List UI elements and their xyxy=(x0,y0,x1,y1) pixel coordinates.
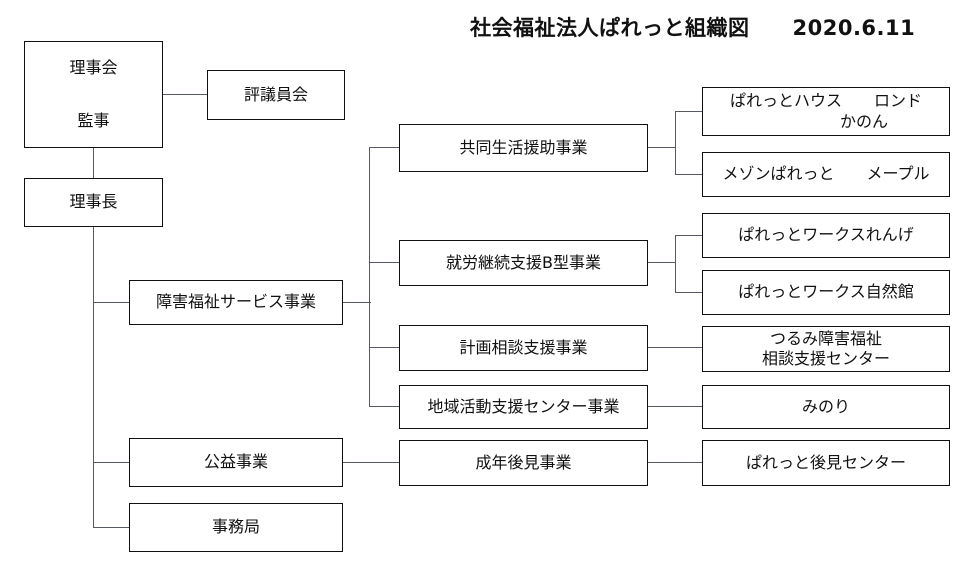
node-councillors[interactable]: 評議員会 xyxy=(207,70,345,120)
node-tsurumi-label-line1: つるみ障害福祉 xyxy=(769,328,882,348)
connector-guardianship-to-koken-center xyxy=(648,462,702,464)
connector-welfare-to-plan-consult xyxy=(369,347,399,349)
node-public-good[interactable]: 公益事業 xyxy=(129,438,343,487)
connector-work-support-b-to-works-shizenkan xyxy=(675,292,703,294)
node-palette-house-label-line1: ぱれっとハウス ロンド xyxy=(729,91,922,111)
connector-group-home-stem xyxy=(648,147,676,149)
node-plan-consult[interactable]: 計画相談支援事業 xyxy=(399,325,648,371)
node-palette-works-renge-label: ぱれっとワークスれんげ xyxy=(738,225,914,245)
node-public-good-label: 公益事業 xyxy=(203,452,268,472)
node-local-activity-center-label: 地域活動支援センター事業 xyxy=(427,396,620,416)
node-minori-label: みのり xyxy=(801,396,850,416)
node-minori[interactable]: みのり xyxy=(702,385,950,429)
node-palette-works-shizenkan[interactable]: ぱれっとワークス自然館 xyxy=(702,270,950,315)
node-maison-palette-label: メゾンぱれっと メープル xyxy=(722,164,930,184)
node-councillors-label: 評議員会 xyxy=(243,84,308,104)
connector-plan-consult-to-tsurumi xyxy=(648,347,702,349)
connector-public-good-to-guardianship xyxy=(343,462,399,464)
connector-board-to-councillors xyxy=(163,94,207,96)
connector-chairman-trunk xyxy=(93,227,95,528)
connector-group-home-to-maison xyxy=(675,174,703,176)
connector-welfare-to-work-support-b xyxy=(369,262,399,264)
connector-trunk-to-welfare-service xyxy=(93,302,129,304)
node-guardianship-service[interactable]: 成年後見事業 xyxy=(399,440,648,486)
connector-work-support-b-to-works-renge xyxy=(675,235,703,237)
connector-welfare-service-trunk xyxy=(369,148,371,407)
node-palette-works-shizenkan-label: ぱれっとワークス自然館 xyxy=(738,282,914,302)
node-chairman-label: 理事長 xyxy=(69,192,118,212)
node-guardianship-service-label: 成年後見事業 xyxy=(475,452,572,472)
connector-trunk-to-public-good xyxy=(93,462,129,464)
node-office[interactable]: 事務局 xyxy=(129,503,343,552)
node-palette-house-rondo-kanon[interactable]: ぱれっとハウス ロンド かのん xyxy=(702,87,950,136)
connector-local-activity-to-minori xyxy=(648,406,702,408)
node-work-support-b-label: 就労継続支援B型事業 xyxy=(446,252,601,272)
node-welfare-service-label: 障害福祉サービス事業 xyxy=(155,292,316,312)
connector-group-home-split xyxy=(675,112,677,175)
node-local-activity-center[interactable]: 地域活動支援センター事業 xyxy=(399,385,648,429)
node-chairman[interactable]: 理事長 xyxy=(24,178,163,227)
node-plan-consult-label: 計画相談支援事業 xyxy=(459,337,588,357)
node-maison-palette-maple[interactable]: メゾンぱれっと メープル xyxy=(702,152,950,197)
connector-work-support-b-split xyxy=(675,236,677,293)
node-palette-house-label-line2: かのん xyxy=(839,111,888,131)
node-board-of-directors[interactable]: 理事会 監事 xyxy=(24,41,163,148)
connector-welfare-to-group-home xyxy=(369,147,399,149)
node-board-label-line2: 監事 xyxy=(77,110,110,130)
node-group-home-service-label: 共同生活援助事業 xyxy=(459,137,588,157)
connector-group-home-to-house-rondo xyxy=(675,111,703,113)
connector-welfare-to-local-activity xyxy=(369,406,399,408)
node-palette-guardianship-center-label: ぱれっと後見センター xyxy=(745,452,906,472)
node-work-support-b[interactable]: 就労継続支援B型事業 xyxy=(399,240,648,286)
node-tsurumi-label-line2: 相談支援センター xyxy=(761,349,890,368)
node-tsurumi-consultation-center[interactable]: つるみ障害福祉 相談支援センター xyxy=(702,326,950,372)
node-palette-guardianship-center[interactable]: ぱれっと後見センター xyxy=(702,440,950,486)
connector-work-support-b-stem xyxy=(648,262,676,264)
connector-trunk-to-office xyxy=(93,527,129,529)
page-title: 社会福祉法人ぱれっと組織図 2020.6.11 xyxy=(470,16,916,40)
node-group-home-service[interactable]: 共同生活援助事業 xyxy=(399,124,648,172)
connector-board-to-chairman xyxy=(93,148,95,178)
node-board-label-line1: 理事会 xyxy=(69,58,118,78)
node-palette-works-renge[interactable]: ぱれっとワークスれんげ xyxy=(702,213,950,258)
node-welfare-service[interactable]: 障害福祉サービス事業 xyxy=(129,280,343,325)
node-office-label: 事務局 xyxy=(211,517,260,537)
connector-welfare-service-stem xyxy=(343,302,371,304)
